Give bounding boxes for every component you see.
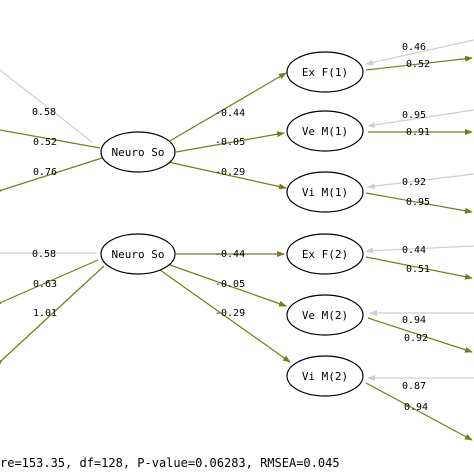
- out-line-exf2: [365, 256, 473, 280]
- loading-line-vim2: [159, 269, 291, 363]
- left-path-line-1-2: [0, 125, 101, 149]
- loading-line-vim1: [167, 161, 287, 190]
- latent-label-2: Neuro So: [112, 248, 165, 261]
- var-in-vem1: 0.95: [402, 110, 426, 121]
- left-path-line-2-2: [0, 259, 99, 308]
- loading-value-vem1: -0.05: [215, 137, 245, 148]
- var-out-vem1: 0.91: [406, 127, 430, 138]
- error-line-exf1: [365, 39, 474, 66]
- observed-node-vim2[interactable]: Vi M(2): [286, 355, 364, 397]
- left-value-1-2: 0.52: [33, 137, 57, 148]
- loading-line-vem2: [169, 264, 287, 307]
- observed-label-vem2: Ve M(2): [302, 309, 348, 322]
- loading-value-vim2: -0.29: [215, 308, 245, 319]
- left-value-1-1: 0.58: [32, 107, 56, 118]
- error-line-exf2: [365, 245, 474, 254]
- latent-node-neuro-so-2[interactable]: Neuro So: [100, 233, 176, 275]
- var-out-vim2: 0.94: [404, 402, 428, 413]
- out-line-vim1: [365, 192, 473, 214]
- latent-node-neuro-so-1[interactable]: Neuro So: [100, 131, 176, 173]
- error-line-vim1: [367, 173, 474, 190]
- observed-label-vim1: Vi M(1): [302, 186, 348, 199]
- out-line-exf1: [365, 55, 473, 71]
- latent-label-1: Neuro So: [112, 146, 165, 159]
- loading-value-vem2: -0.05: [215, 279, 245, 290]
- fit-statistics: re=153.35, df=128, P-value=0.06283, RMSE…: [0, 456, 340, 470]
- observed-node-vim1[interactable]: Vi M(1): [286, 171, 364, 213]
- out-line-vem2: [367, 317, 473, 353]
- var-in-exf1: 0.46: [402, 42, 426, 53]
- left-value-2-3: 1.01: [33, 308, 57, 319]
- left-value-1-3: 0.76: [33, 167, 57, 178]
- left-value-2-2: 0.63: [33, 279, 57, 290]
- error-line-vem1: [367, 109, 474, 128]
- observed-label-exf1: Ex F(1): [302, 66, 348, 79]
- loading-line-vem1: [175, 131, 285, 153]
- var-in-vim1: 0.92: [402, 177, 426, 188]
- left-path-line-1-3: [0, 157, 103, 195]
- var-out-vem2: 0.92: [404, 333, 428, 344]
- observed-node-exf1[interactable]: Ex F(1): [286, 51, 364, 93]
- observed-node-vem2[interactable]: Ve M(2): [286, 294, 364, 336]
- var-in-vem2: 0.94: [402, 315, 426, 326]
- observed-node-vem1[interactable]: Ve M(1): [286, 110, 364, 152]
- out-line-vim2: [365, 382, 473, 441]
- loading-line-exf1: [167, 72, 287, 143]
- observed-node-exf2[interactable]: Ex F(2): [286, 233, 364, 275]
- observed-label-exf2: Ex F(2): [302, 248, 348, 261]
- observed-label-vem1: Ve M(1): [302, 125, 348, 138]
- left-path-line-2-3: [0, 265, 105, 367]
- loading-value-exf1: -0.44: [215, 108, 245, 119]
- var-out-vim1: 0.95: [406, 197, 430, 208]
- var-in-exf2: 0.44: [402, 245, 426, 256]
- var-in-vim2: 0.87: [402, 381, 426, 392]
- left-error-line-1: [0, 69, 93, 143]
- var-out-exf2: 0.51: [406, 264, 430, 275]
- loading-value-vim1: -0.29: [215, 167, 245, 178]
- observed-label-vim2: Vi M(2): [302, 370, 348, 383]
- loading-value-exf2: -0.44: [215, 249, 245, 260]
- var-out-exf1: 0.52: [406, 59, 430, 70]
- left-value-2-1: 0.58: [32, 249, 56, 260]
